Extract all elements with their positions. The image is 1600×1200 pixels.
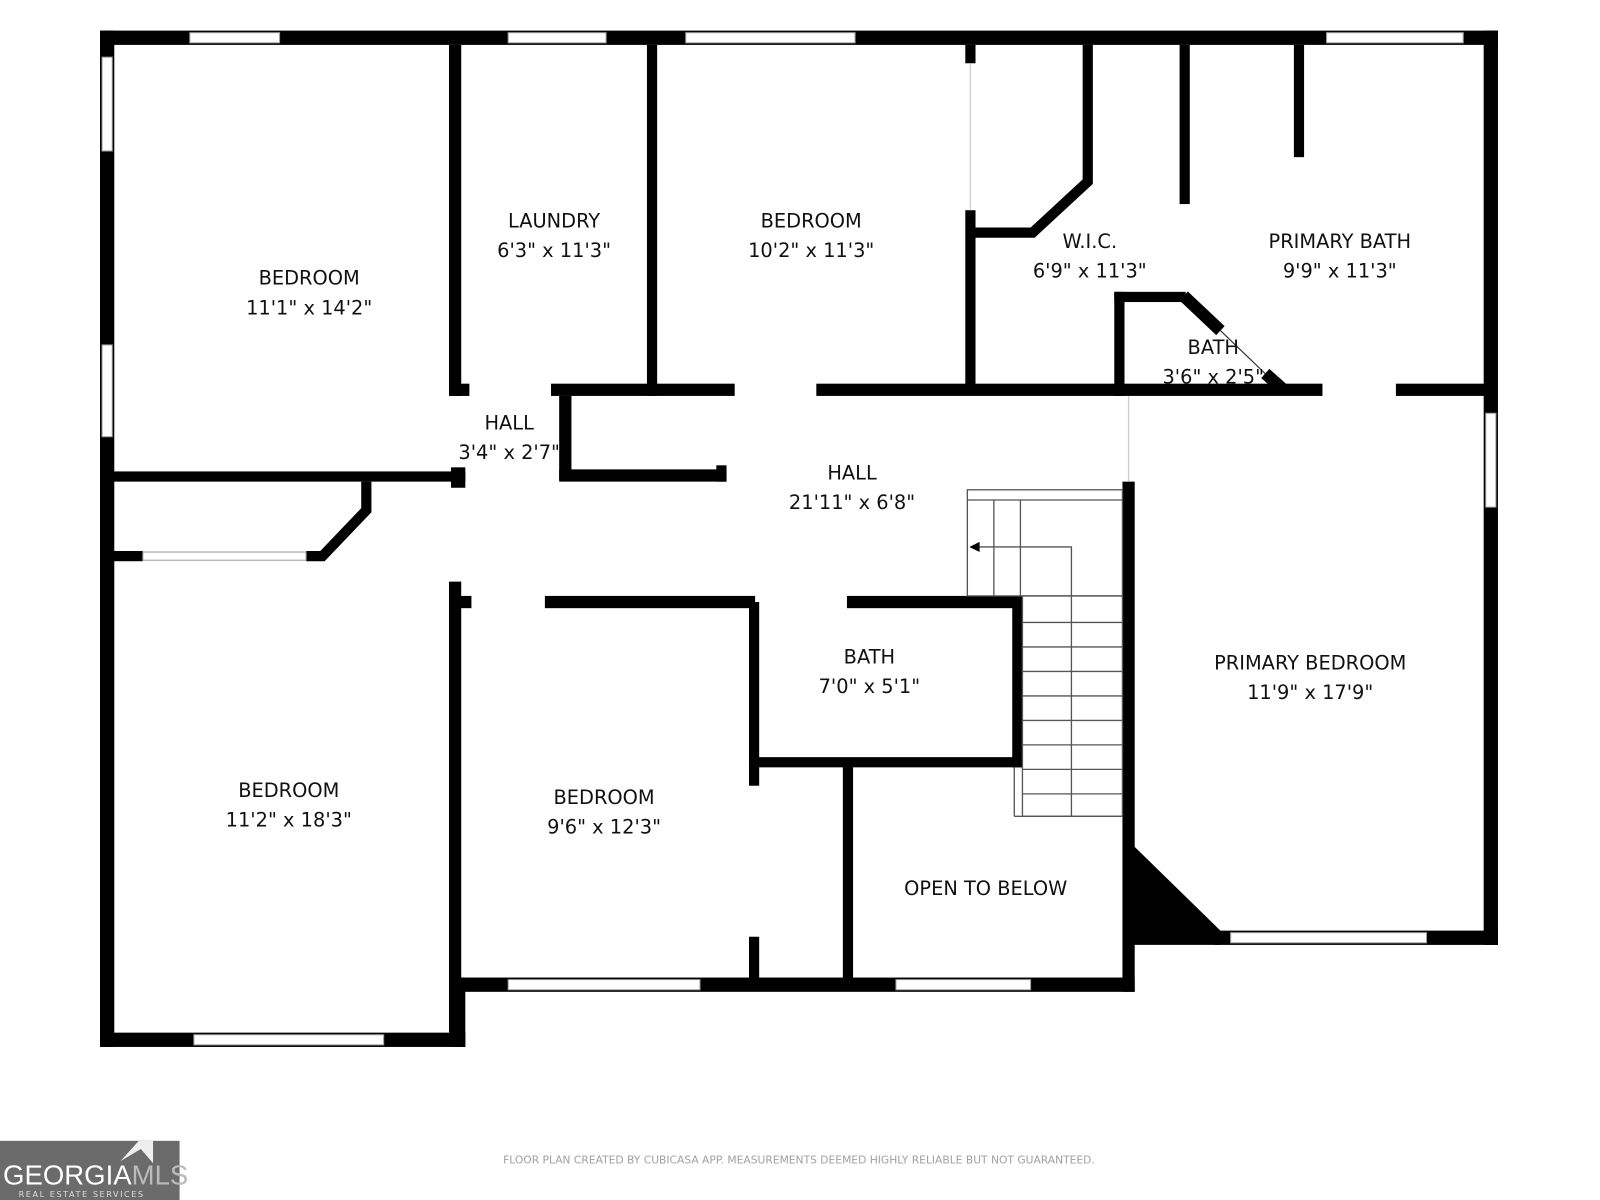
- room-dims: 3'4" x 2'7": [458, 441, 560, 464]
- room-name: BEDROOM: [259, 267, 360, 290]
- room-name: BATH: [844, 645, 895, 668]
- svg-text:GEORGIAMLS: GEORGIAMLS: [3, 1160, 188, 1191]
- room-dims: 9'9" x 11'3": [1283, 260, 1397, 283]
- room-dims: 11'1" x 14'2": [246, 296, 372, 319]
- room-name: PRIMARY BATH: [1269, 230, 1412, 253]
- room-dims: 6'3" x 11'3": [497, 239, 611, 262]
- room-name: BEDROOM: [238, 779, 339, 802]
- room-dims: 21'11" x 6'8": [789, 491, 915, 514]
- room-dims: 3'6" x 2'5": [1162, 366, 1264, 389]
- room-dims: 11'2" x 18'3": [226, 809, 352, 832]
- room-labels: BEDROOM 11'1" x 14'2" LAUNDRY 6'3" x 11'…: [226, 210, 1411, 900]
- room-name: LAUNDRY: [508, 210, 600, 233]
- svg-text:REAL ESTATE SERVICES: REAL ESTATE SERVICES: [19, 1189, 145, 1199]
- room-name: OPEN TO BELOW: [904, 877, 1067, 900]
- room-name: BEDROOM: [554, 786, 655, 809]
- room-name: HALL: [827, 462, 877, 485]
- windows-doors: [101, 32, 1497, 1046]
- walls: [100, 30, 1498, 1047]
- stairs: [966, 489, 1124, 817]
- room-name: BEDROOM: [761, 210, 862, 233]
- room-dims: 7'0" x 5'1": [819, 675, 921, 698]
- room-name: PRIMARY BEDROOM: [1214, 651, 1406, 674]
- room-dims: 6'9" x 11'3": [1033, 260, 1147, 283]
- room-name: W.I.C.: [1062, 230, 1117, 253]
- disclaimer: FLOOR PLAN CREATED BY CUBICASA APP. MEAS…: [503, 1153, 1095, 1166]
- room-dims: 10'2" x 11'3": [748, 239, 874, 262]
- room-dims: 11'9" x 17'9": [1247, 681, 1373, 704]
- room-dims: 9'6" x 12'3": [547, 816, 661, 839]
- room-name: HALL: [484, 412, 534, 435]
- georgia-mls-logo: GEORGIAMLS REAL ESTATE SERVICES: [0, 1140, 188, 1200]
- room-name: BATH: [1188, 336, 1239, 359]
